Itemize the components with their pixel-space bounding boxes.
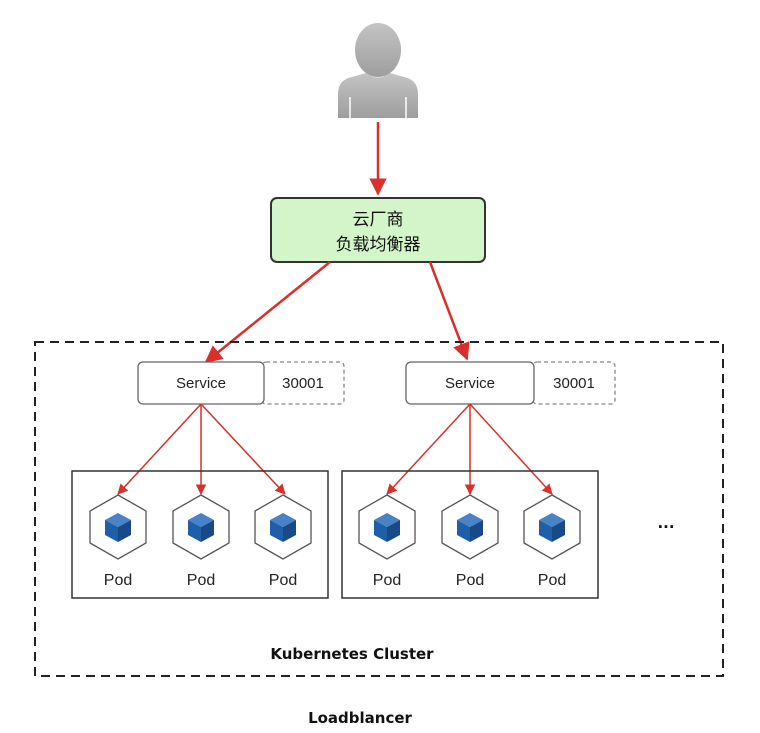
pod-2-1: Pod <box>358 494 416 589</box>
load-balancer-box: 云厂商 负载均衡器 <box>270 197 486 263</box>
diagram-caption: Loadblancer <box>308 709 412 727</box>
service-group-2: Service 30001 <box>405 361 616 405</box>
pod-label: Pod <box>104 572 132 589</box>
lb-label-line2: 负载均衡器 <box>336 235 421 255</box>
service-port: 30001 <box>553 375 595 392</box>
pod-1-2: Pod <box>172 494 230 589</box>
service-group-1: Service 30001 <box>137 361 345 405</box>
lb-label-line1: 云厂商 <box>353 210 404 230</box>
pod-label: Pod <box>269 572 297 589</box>
service-port: 30001 <box>282 375 324 392</box>
user-icon <box>338 23 418 118</box>
cube-icon <box>523 494 581 560</box>
cube-icon <box>89 494 147 560</box>
pod-label: Pod <box>373 572 401 589</box>
pod-2-2: Pod <box>441 494 499 589</box>
cube-icon <box>441 494 499 560</box>
pod-1-1: Pod <box>89 494 147 589</box>
pod-group-box-1 <box>71 470 329 599</box>
pod-2-3: Pod <box>523 494 581 589</box>
more-indicator: ... <box>657 514 674 532</box>
pod-label: Pod <box>456 572 484 589</box>
cube-icon <box>358 494 416 560</box>
arrow-lb-to-service-2 <box>428 261 470 361</box>
service-1-fanout-arrows <box>117 403 286 496</box>
pod-group-box-2 <box>341 470 599 599</box>
cube-icon <box>254 494 312 560</box>
cluster-boundary <box>34 341 724 677</box>
service-2-fanout-arrows <box>386 403 553 496</box>
service-label: Service <box>445 375 495 392</box>
pod-1-3: Pod <box>254 494 312 589</box>
arrow-lb-to-service-1 <box>204 261 331 364</box>
pod-label: Pod <box>187 572 215 589</box>
cube-icon <box>172 494 230 560</box>
service-label: Service <box>176 375 226 392</box>
pod-label: Pod <box>538 572 566 589</box>
cluster-label: Kubernetes Cluster <box>270 645 434 663</box>
